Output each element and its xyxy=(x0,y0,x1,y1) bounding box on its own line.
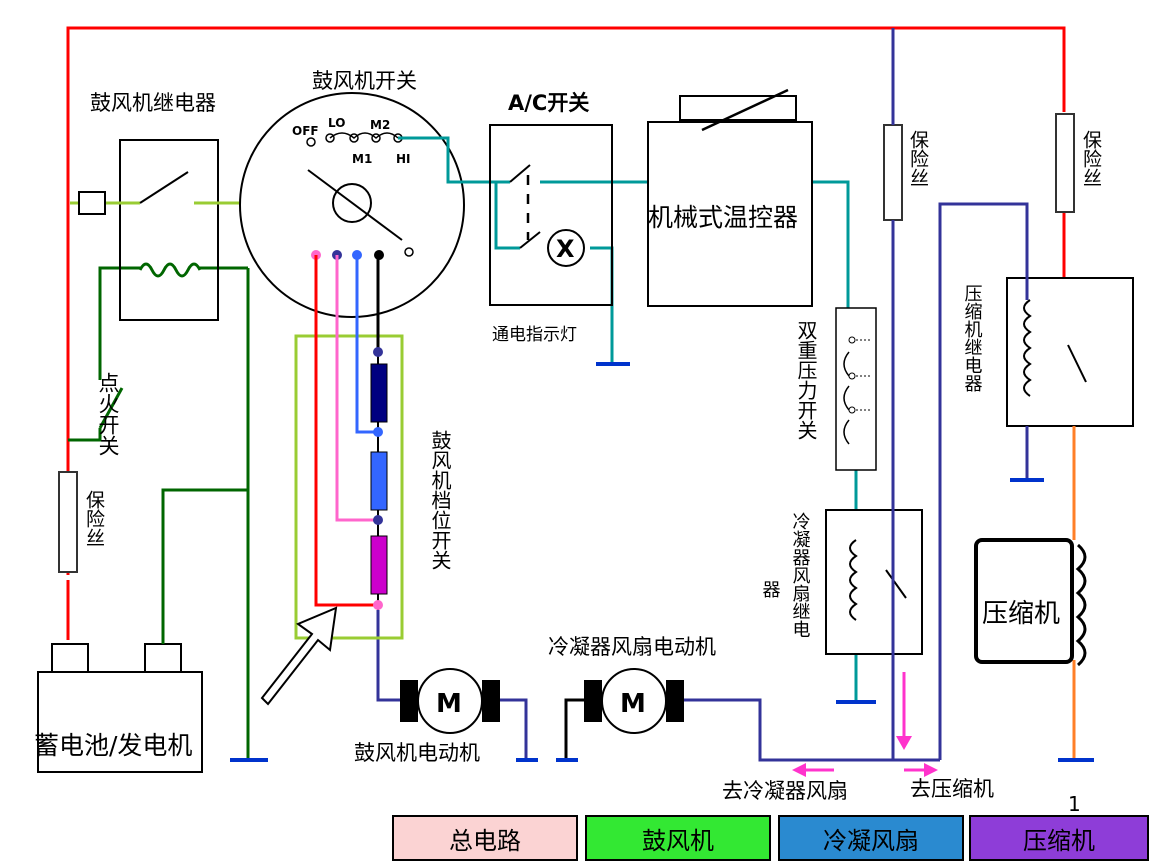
ignition-switch-lower xyxy=(68,428,102,442)
blower-relay-box xyxy=(119,139,219,321)
relay-coil-icon xyxy=(138,262,202,278)
arrow-down-icon xyxy=(896,736,912,750)
label-compressor-relay: 压缩机继电器 xyxy=(962,284,983,392)
battery xyxy=(37,643,203,773)
teal-wires xyxy=(398,136,858,700)
callout-arrow-icon xyxy=(260,606,338,706)
condenser-fan-motor xyxy=(564,668,684,760)
label-ignition-switch: 点火开关 xyxy=(96,372,120,456)
condenser-motor-symbol: M xyxy=(620,689,646,719)
speed-switch-frame xyxy=(294,334,404,640)
thermostat-body xyxy=(647,121,813,307)
tab-compressor[interactable]: 压缩机 xyxy=(969,815,1149,861)
thermostat-bulb xyxy=(679,95,797,121)
direction-arrows xyxy=(792,672,938,777)
relay-contact xyxy=(139,171,189,204)
label-fuse-left: 保险丝 xyxy=(83,490,105,547)
ac-feed-wire xyxy=(398,136,510,184)
battery-terminal-negative xyxy=(144,643,182,673)
arrow-right-icon xyxy=(924,763,938,777)
blower-motor-icon xyxy=(417,668,483,734)
green-circuit-wires xyxy=(68,266,250,760)
relay-connector xyxy=(78,191,106,215)
fuse-right xyxy=(1055,113,1075,213)
page-number: 1 xyxy=(1068,792,1081,816)
ignition-switch-upper xyxy=(98,266,140,380)
label-indicator-lamp: 通电指示灯 xyxy=(492,325,577,345)
tab-blower[interactable]: 鼓风机 xyxy=(585,815,771,861)
tab-condenser-fan[interactable]: 冷凝风扇 xyxy=(778,815,964,861)
indicator-lamp-icon xyxy=(547,229,585,267)
label-m1: M1 xyxy=(352,152,372,166)
ignition-switch-blade xyxy=(98,387,124,429)
compressor-body xyxy=(974,538,1074,664)
label-fuse-middle: 保险丝 xyxy=(907,130,929,187)
blower-speed-switch xyxy=(294,255,404,640)
label-ac-switch: A/C开关 xyxy=(508,91,589,115)
label-condenser-relay-1: 冷凝器风扇继电 xyxy=(790,512,811,638)
arrow-left-icon xyxy=(792,763,806,777)
label-dual-pressure-switch: 双重压力开关 xyxy=(794,320,818,440)
navy-wires xyxy=(376,28,1076,762)
condenser-relay-box xyxy=(825,509,923,655)
fuse-left xyxy=(58,471,78,573)
resistor-low xyxy=(370,535,388,595)
condenser-fan-relay xyxy=(825,509,923,655)
blower-motor xyxy=(400,668,500,734)
label-condenser-relay-2: 器 xyxy=(760,580,781,598)
compressor-relay-coil-wire xyxy=(938,202,1029,760)
thermostat-out-wire xyxy=(812,180,850,308)
label-blower-switch: 鼓风机开关 xyxy=(312,69,417,93)
label-condenser-fan-motor: 冷凝器风扇电动机 xyxy=(548,635,716,659)
tab-compressor-label: 压缩机 xyxy=(1023,826,1095,855)
label-off: OFF xyxy=(292,124,319,138)
ac-switch-box xyxy=(489,124,613,306)
label-to-compressor: 去压缩机 xyxy=(910,777,994,801)
resistor-mid xyxy=(370,451,388,511)
compressor-relay xyxy=(1006,277,1134,427)
label-to-condenser-fan: 去冷凝器风扇 xyxy=(722,779,848,803)
blower-switch xyxy=(239,92,465,318)
blower-switch-arm xyxy=(307,169,403,241)
label-hi: HI xyxy=(396,152,411,166)
tab-condenser-fan-label: 冷凝风扇 xyxy=(823,826,919,855)
label-thermostat: 机械式温控器 xyxy=(648,203,798,232)
main-bus-wire xyxy=(66,26,1066,440)
tab-blower-label: 鼓风机 xyxy=(642,826,714,855)
condenser-motor-icon xyxy=(601,668,667,734)
fuse-middle xyxy=(883,124,903,221)
label-blower-speed-switch: 鼓风机档位开关 xyxy=(428,430,452,570)
label-battery: 蓄电池/发电机 xyxy=(34,731,192,760)
tab-main-circuit-label: 总电路 xyxy=(449,826,521,855)
battery-negative-wire xyxy=(161,488,248,644)
condenser-motor-wire xyxy=(684,698,940,762)
compressor xyxy=(974,538,1087,667)
label-blower-motor: 鼓风机电动机 xyxy=(354,741,480,765)
blower-relay xyxy=(70,139,345,321)
ac-switch xyxy=(489,124,613,306)
blower-motor-symbol: M xyxy=(436,689,462,719)
dual-pressure-switch xyxy=(835,307,877,471)
tab-main-circuit[interactable]: 总电路 xyxy=(392,815,578,861)
ground-symbols xyxy=(230,362,1094,762)
label-lo: LO xyxy=(328,116,345,130)
label-m2: M2 xyxy=(370,118,390,132)
compressor-clutch-icon xyxy=(1075,543,1087,667)
speed-switch-to-blower-motor xyxy=(376,610,400,702)
mechanical-thermostat xyxy=(647,88,813,307)
label-fuse-right: 保险丝 xyxy=(1080,130,1102,187)
resistor-high xyxy=(370,363,388,423)
label-blower-relay: 鼓风机继电器 xyxy=(90,91,216,115)
lamp-symbol: X xyxy=(556,235,575,263)
pressure-switch-box xyxy=(835,307,877,471)
battery-terminal-positive xyxy=(51,643,89,673)
battery-body xyxy=(37,671,203,773)
label-compressor: 压缩机 xyxy=(982,599,1060,629)
